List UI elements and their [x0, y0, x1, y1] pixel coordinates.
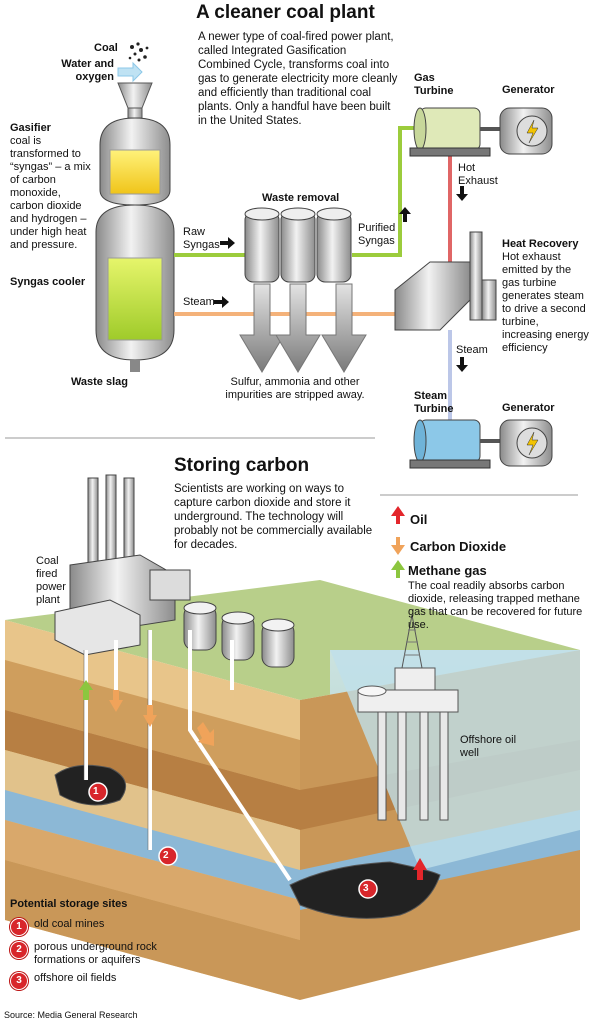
power-plant-building — [54, 474, 191, 656]
storage-sites-title: Potential storage sites — [10, 898, 128, 910]
generator-label-1: Generator — [502, 84, 555, 96]
legend-co2-label: Carbon Dioxide — [410, 539, 507, 554]
coal-particles — [128, 42, 149, 62]
gasifier-annotation: Gasifier coal is transformed to “syngas”… — [10, 122, 92, 252]
gasifier-heading: Gasifier — [10, 122, 51, 134]
storing-carbon-title: Storing carbon — [174, 455, 310, 476]
main-title: A cleaner coal plant — [196, 2, 375, 23]
legend-methane-label: Methane gas — [408, 563, 487, 578]
waste-removal-tanks — [244, 207, 352, 283]
generator-2-machine — [499, 419, 553, 467]
heat-recovery-unit — [394, 231, 497, 331]
waste-slag-label: Waste slag — [70, 376, 128, 388]
steam-label-1: Steam — [183, 296, 215, 308]
steam-label-2: Steam — [456, 344, 488, 356]
offshore-well-label: Offshore oil well — [460, 734, 517, 759]
storage-sites-list: 1 old coal mines 2 porous underground ro… — [10, 918, 190, 990]
gas-turbine-machine — [409, 107, 500, 157]
purified-syngas-pipe — [352, 126, 420, 257]
site-label: porous underground rock formations or aq… — [34, 941, 157, 966]
waste-removal-label: Waste removal — [262, 192, 340, 204]
impurity-arrows — [239, 283, 367, 373]
site-label: old coal mines — [34, 918, 105, 930]
site-badge: 1 — [10, 918, 28, 936]
intro-text: A newer type of coal-fired power plant, … — [198, 31, 398, 127]
power-plant-label: Coal fired power plant — [36, 555, 66, 606]
steam-turbine-machine — [409, 419, 500, 469]
syngas-cooler-label: Syngas cooler — [10, 276, 86, 288]
site-badges — [88, 782, 378, 899]
flow-arrows — [214, 186, 468, 372]
badge-number-3: 3 — [363, 883, 369, 894]
steam-turbine-label: Steam Turbine — [414, 390, 454, 415]
gas-turbine-label: Gas Turbine — [414, 72, 454, 97]
site-label: offshore oil fields — [34, 972, 117, 984]
heat-recovery-heading: Heat Recovery — [502, 238, 579, 250]
raw-syngas-label: Raw Syngas — [183, 226, 220, 251]
injection-pipes — [84, 630, 292, 882]
generator-1-machine — [499, 107, 553, 155]
storing-carbon-intro: Scientists are working on ways to captur… — [174, 483, 373, 551]
offshore-oil-rig — [357, 614, 459, 821]
legend-arrows — [391, 506, 405, 578]
hot-exhaust-label: Hot Exhaust — [458, 162, 498, 187]
site-badge: 3 — [10, 972, 28, 990]
list-item: 1 old coal mines — [10, 918, 190, 936]
water-oxygen-arrows — [117, 61, 143, 83]
co2-storage-tanks — [183, 601, 295, 668]
legend-oil-label: Oil — [410, 512, 428, 527]
water-oxygen-label: Water and oxygen — [61, 58, 114, 83]
generator-label-2: Generator — [502, 402, 555, 414]
list-item: 2 porous underground rock formations or … — [10, 941, 190, 967]
heat-recovery-annotation: Heat Recovery Hot exhaust emitted by the… — [502, 238, 590, 355]
impurities-label: Sulfur, ammonia and other impurities are… — [225, 376, 365, 401]
gasifier-description: coal is transformed to “syngas” – a mix … — [10, 135, 91, 251]
list-item: 3 offshore oil fields — [10, 972, 190, 990]
purified-syngas-label: Purified Syngas — [358, 222, 396, 247]
methane-note: The coal readily absorbs carbon dioxide,… — [408, 580, 583, 631]
coal-label: Coal — [94, 42, 118, 54]
hopper — [117, 82, 153, 109]
heat-recovery-description: Hot exhaust emitted by the gas turbine g… — [502, 251, 589, 354]
badge-number-2: 2 — [163, 850, 169, 861]
pipe-flow-arrows — [79, 680, 427, 880]
site-badge: 2 — [10, 941, 28, 959]
badge-number-1: 1 — [93, 786, 99, 797]
source-credit: Source: Media General Research — [4, 1010, 138, 1020]
